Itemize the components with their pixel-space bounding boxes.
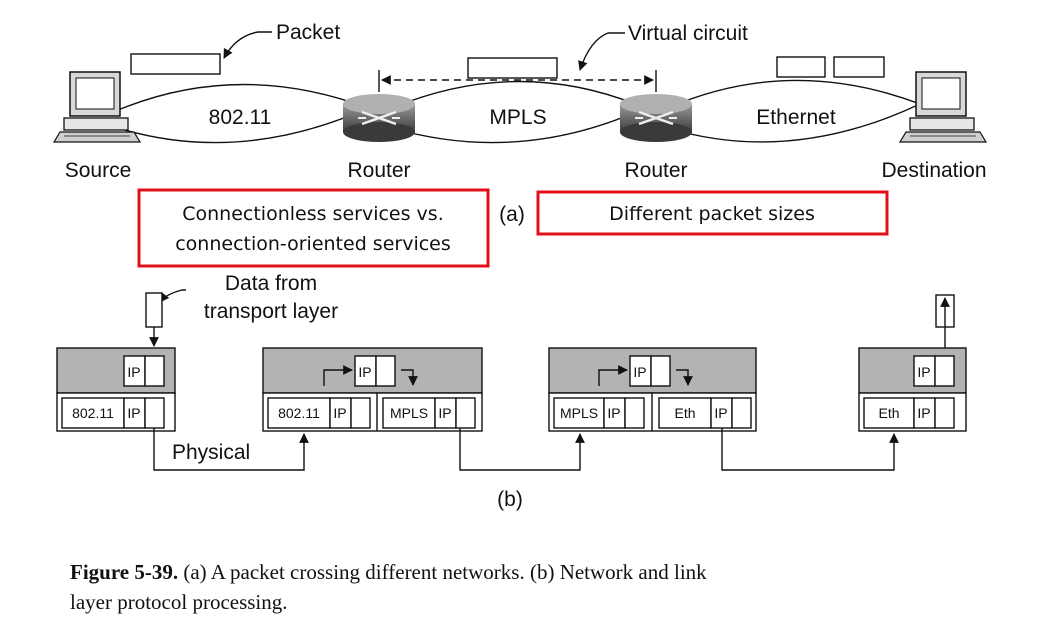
ip-label: IP (633, 364, 646, 380)
physical-link-1 (153, 428, 309, 471)
link-label-80211: 802.11 (72, 405, 114, 421)
packet-ethernet-fragment-2 (833, 56, 885, 78)
network-label-ethernet: Ethernet (756, 106, 836, 129)
ip-label: IP (917, 364, 930, 380)
annotation-box-right (536, 190, 889, 236)
annotation-left-line-1: Connectionless services vs. (182, 203, 444, 225)
node-label-router-2: Router (624, 159, 687, 182)
caption-bold: Figure 5-39. (70, 560, 178, 584)
packet-mpls (467, 57, 558, 79)
link-label-eth: Eth (878, 405, 899, 421)
part-a-label: (a) (499, 203, 525, 226)
data-callout-arrow (159, 289, 186, 303)
ip-label: IP (333, 405, 346, 421)
physical-label: Physical (172, 441, 250, 464)
ip-label: IP (917, 405, 930, 421)
figure-caption: Figure 5-39. (a) A packet crossing diffe… (70, 560, 707, 614)
link-label-80211: 802.11 (278, 405, 320, 421)
data-from-transport-label-1: Data from (225, 272, 317, 295)
part-b: Data from transport layer IP 802.11 IP (56, 272, 967, 511)
part-a: 802.11 MPLS Ethernet (52, 21, 988, 226)
link-label-eth: Eth (674, 405, 695, 421)
network-label-80211: 802.11 (209, 106, 272, 129)
ip-label: IP (438, 405, 451, 421)
packet-ethernet-fragment-1 (776, 56, 826, 78)
physical-link-3 (721, 428, 899, 471)
ip-label: IP (714, 405, 727, 421)
physical-link-2 (459, 428, 585, 471)
packet-label: Packet (276, 21, 340, 44)
ip-label: IP (358, 364, 371, 380)
ip-label: IP (127, 364, 140, 380)
ip-label: IP (607, 405, 620, 421)
source-computer-icon (52, 71, 142, 143)
protocol-stack-destination: IP Eth IP (858, 347, 967, 432)
data-from-transport-label-2: transport layer (204, 300, 338, 323)
router-icon-1 (343, 94, 415, 142)
caption-line-1-text: (a) A packet crossing different networks… (178, 560, 707, 584)
caption-line-2: layer protocol processing. (70, 590, 288, 614)
virtual-circuit-label: Virtual circuit (628, 22, 748, 45)
caption-line-1: Figure 5-39. (a) A packet crossing diffe… (70, 560, 707, 584)
annotations: Connectionless services vs. connection-o… (137, 188, 889, 268)
virtual-circuit-callout-arrow (578, 32, 625, 71)
annotation-box-left (137, 188, 490, 268)
destination-computer-icon (898, 71, 988, 143)
node-label-destination: Destination (881, 159, 986, 182)
packet-callout-arrow (223, 31, 272, 59)
annotation-right: Different packet sizes (609, 203, 815, 225)
transport-data-box (145, 292, 163, 328)
link-label-mpls: MPLS (560, 405, 598, 421)
part-b-label: (b) (497, 488, 523, 511)
ip-label: IP (127, 405, 140, 421)
protocol-stack-router-2: IP MPLS IP Eth IP (548, 347, 757, 432)
network-label-mpls: MPLS (489, 106, 546, 129)
router-icon-2 (620, 94, 692, 142)
protocol-stack-source: IP 802.11 IP (56, 347, 176, 432)
link-label-mpls: MPLS (390, 405, 428, 421)
annotation-left-line-2: connection-oriented services (175, 233, 451, 255)
node-label-source: Source (65, 159, 132, 182)
protocol-stack-router-1: IP 802.11 IP MPLS IP (262, 347, 483, 432)
node-label-router-1: Router (347, 159, 410, 182)
packet-80211 (130, 53, 221, 75)
